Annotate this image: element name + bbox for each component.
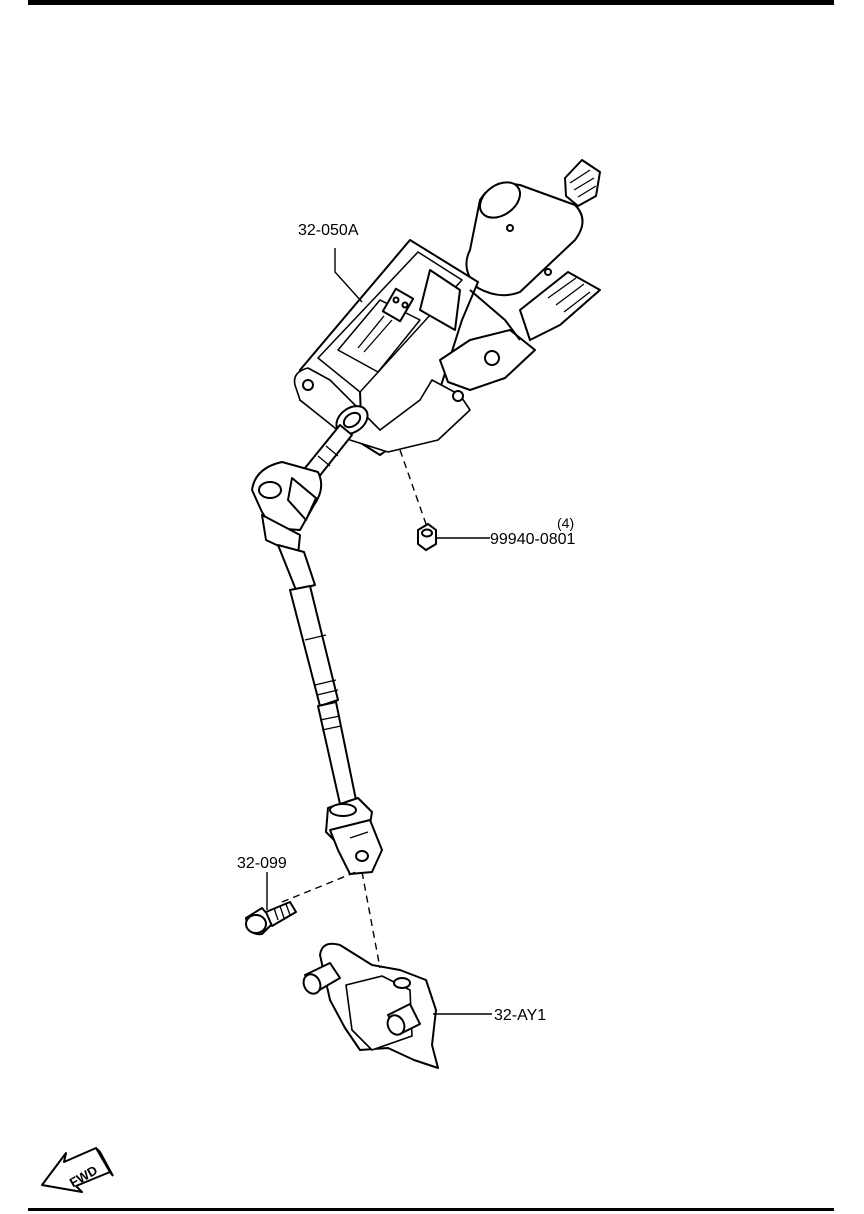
bottom-border bbox=[28, 1208, 834, 1211]
nut-99940-0801 bbox=[417, 522, 437, 552]
label-bolt: 32-099 bbox=[237, 855, 287, 872]
leader-lines bbox=[266, 248, 492, 1015]
bolt-32-099 bbox=[245, 901, 297, 936]
assembly-dashed-lines bbox=[281, 449, 427, 969]
label-column: 32-050A bbox=[298, 222, 359, 239]
fwd-arrow-icon: FWD bbox=[41, 1147, 114, 1193]
label-nut: 99940-0801 bbox=[490, 531, 576, 548]
steering-column-assembly bbox=[293, 159, 601, 456]
intermediate-shaft bbox=[251, 424, 383, 875]
label-nut-qty: (4) bbox=[557, 515, 574, 531]
label-joint: 32-AY1 bbox=[494, 1007, 546, 1024]
top-border bbox=[28, 0, 834, 5]
joint-cover-32-ay1 bbox=[302, 942, 439, 1069]
